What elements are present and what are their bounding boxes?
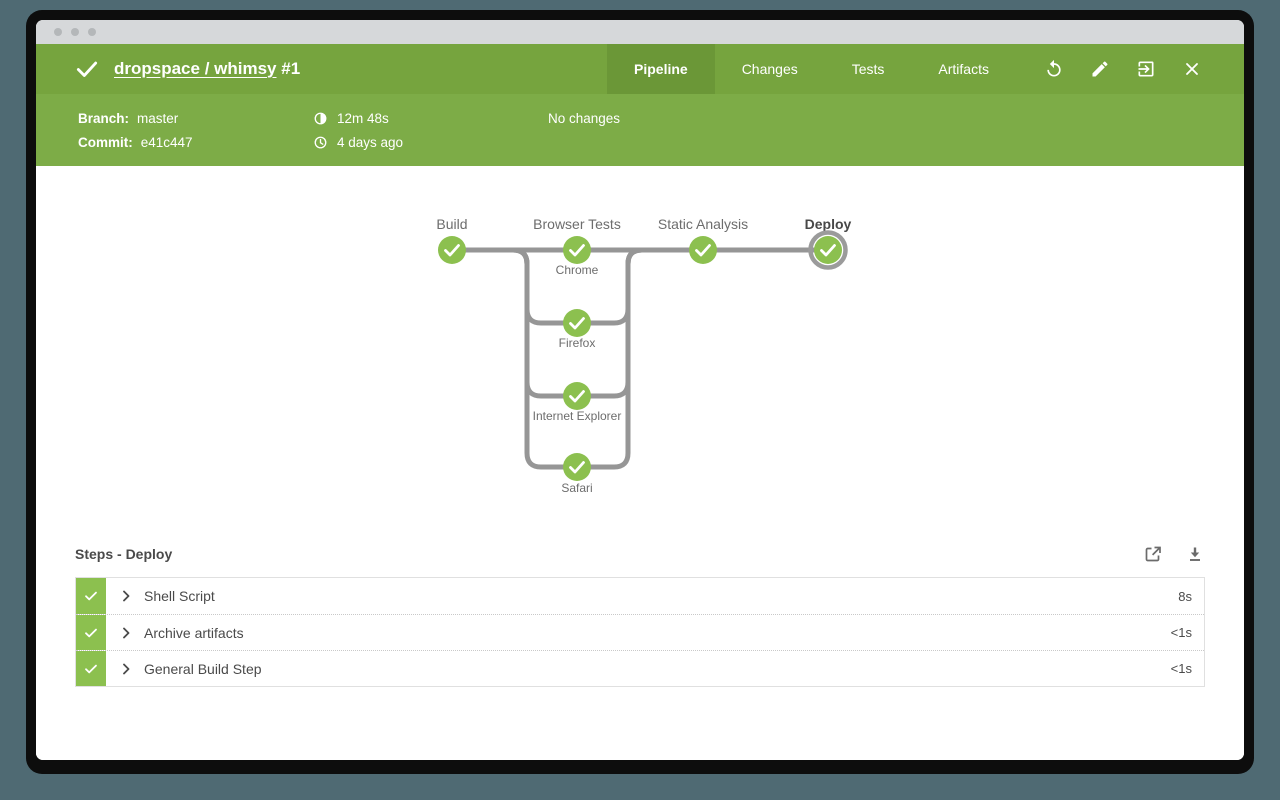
check-icon: [85, 628, 97, 637]
step-label: Archive artifacts: [144, 624, 244, 641]
duration-info: 12m 48s: [313, 111, 548, 126]
check-icon: [85, 591, 97, 601]
node-build[interactable]: [438, 236, 466, 264]
step-duration: <1s: [1170, 661, 1192, 676]
window-zoom-dot[interactable]: [88, 28, 96, 36]
steps-section: Steps - Deploy: [75, 544, 1205, 687]
rerun-icon[interactable]: [1044, 59, 1064, 79]
close-icon[interactable]: [1182, 59, 1202, 79]
run-number: #1: [281, 59, 301, 78]
step-status-success: [76, 615, 106, 650]
stage-label-browser-tests: Browser Tests: [533, 216, 621, 232]
edit-icon[interactable]: [1090, 59, 1110, 79]
branch-label-internet-explorer: Internet Explorer: [533, 409, 622, 423]
step-status-success: [76, 578, 106, 614]
tab-artifacts[interactable]: Artifacts: [938, 61, 989, 77]
window-controls: [54, 28, 96, 36]
node-firefox[interactable]: [563, 309, 591, 337]
open-in-new-icon[interactable]: [1143, 544, 1163, 564]
steps-title: Steps - Deploy: [75, 546, 173, 562]
branch-label-firefox: Firefox: [559, 336, 596, 350]
node-safari[interactable]: [563, 453, 591, 481]
time-ago-value: 4 days ago: [337, 134, 404, 150]
step-row-general-build-step[interactable]: General Build Step <1s: [76, 650, 1204, 686]
node-deploy-selected[interactable]: [808, 230, 848, 270]
tab-tests[interactable]: Tests: [851, 61, 885, 77]
commit-info: Commit: e41c447: [78, 135, 313, 150]
tab-changes[interactable]: Changes: [741, 61, 798, 77]
run-title-link[interactable]: dropspace / whimsy: [114, 59, 277, 78]
node-internet-explorer[interactable]: [563, 382, 591, 410]
stage-label-build: Build: [436, 216, 467, 232]
stage-label-deploy: Deploy: [805, 216, 852, 232]
download-log-icon[interactable]: [1185, 544, 1205, 564]
exit-to-classic-icon[interactable]: [1136, 59, 1156, 79]
step-status-success: [76, 651, 106, 686]
branch-info: Branch: master: [78, 111, 313, 126]
run-info-bar: Branch: master 12m 48s No changes Commit…: [36, 94, 1244, 166]
step-label: General Build Step: [144, 660, 262, 677]
window-close-dot[interactable]: [54, 28, 62, 36]
chevron-right-icon[interactable]: [121, 627, 131, 639]
success-check-icon: [76, 61, 98, 77]
step-duration: <1s: [1170, 625, 1192, 640]
duration-value: 12m 48s: [337, 110, 389, 126]
step-label: Shell Script: [144, 588, 215, 604]
window-titlebar: [36, 20, 1244, 44]
chevron-right-icon[interactable]: [121, 590, 131, 602]
clock-icon: [314, 136, 327, 148]
branch-label-safari: Safari: [561, 481, 592, 495]
run-title[interactable]: dropspace / whimsy #1: [114, 59, 300, 79]
pipeline-view: Build Browser Tests Static Analysis Depl…: [36, 166, 1244, 760]
step-row-archive-artifacts[interactable]: Archive artifacts <1s: [76, 614, 1204, 650]
steps-table: Shell Script 8s Archive artifacts <1s: [75, 577, 1205, 687]
tab-pipeline[interactable]: Pipeline: [607, 44, 715, 94]
node-chrome[interactable]: [563, 236, 591, 264]
changes-summary: No changes: [548, 110, 621, 126]
header-actions: [1016, 44, 1244, 94]
step-duration: 8s: [1178, 588, 1192, 604]
chevron-right-icon[interactable]: [121, 663, 131, 675]
commit-label: Commit:: [78, 134, 133, 150]
duration-icon: [314, 112, 327, 124]
step-row-shell-script[interactable]: Shell Script 8s: [76, 578, 1204, 614]
branch-label: Branch:: [78, 110, 130, 126]
window-minimize-dot[interactable]: [71, 28, 79, 36]
node-static-analysis[interactable]: [689, 236, 717, 264]
time-ago-info: 4 days ago: [313, 135, 548, 150]
pipeline-graph: Build Browser Tests Static Analysis Depl…: [436, 216, 852, 495]
commit-value: e41c447: [140, 134, 193, 150]
pipeline-edges: [452, 247, 828, 470]
run-header: dropspace / whimsy #1 Pipeline Changes T…: [36, 44, 1244, 94]
branch-value: master: [137, 110, 179, 126]
app-window: dropspace / whimsy #1 Pipeline Changes T…: [36, 20, 1244, 760]
branch-label-chrome: Chrome: [556, 263, 599, 277]
run-tabs: Pipeline Changes Tests Artifacts: [607, 44, 1016, 94]
check-icon: [85, 664, 97, 673]
stage-label-static-analysis: Static Analysis: [658, 216, 748, 232]
